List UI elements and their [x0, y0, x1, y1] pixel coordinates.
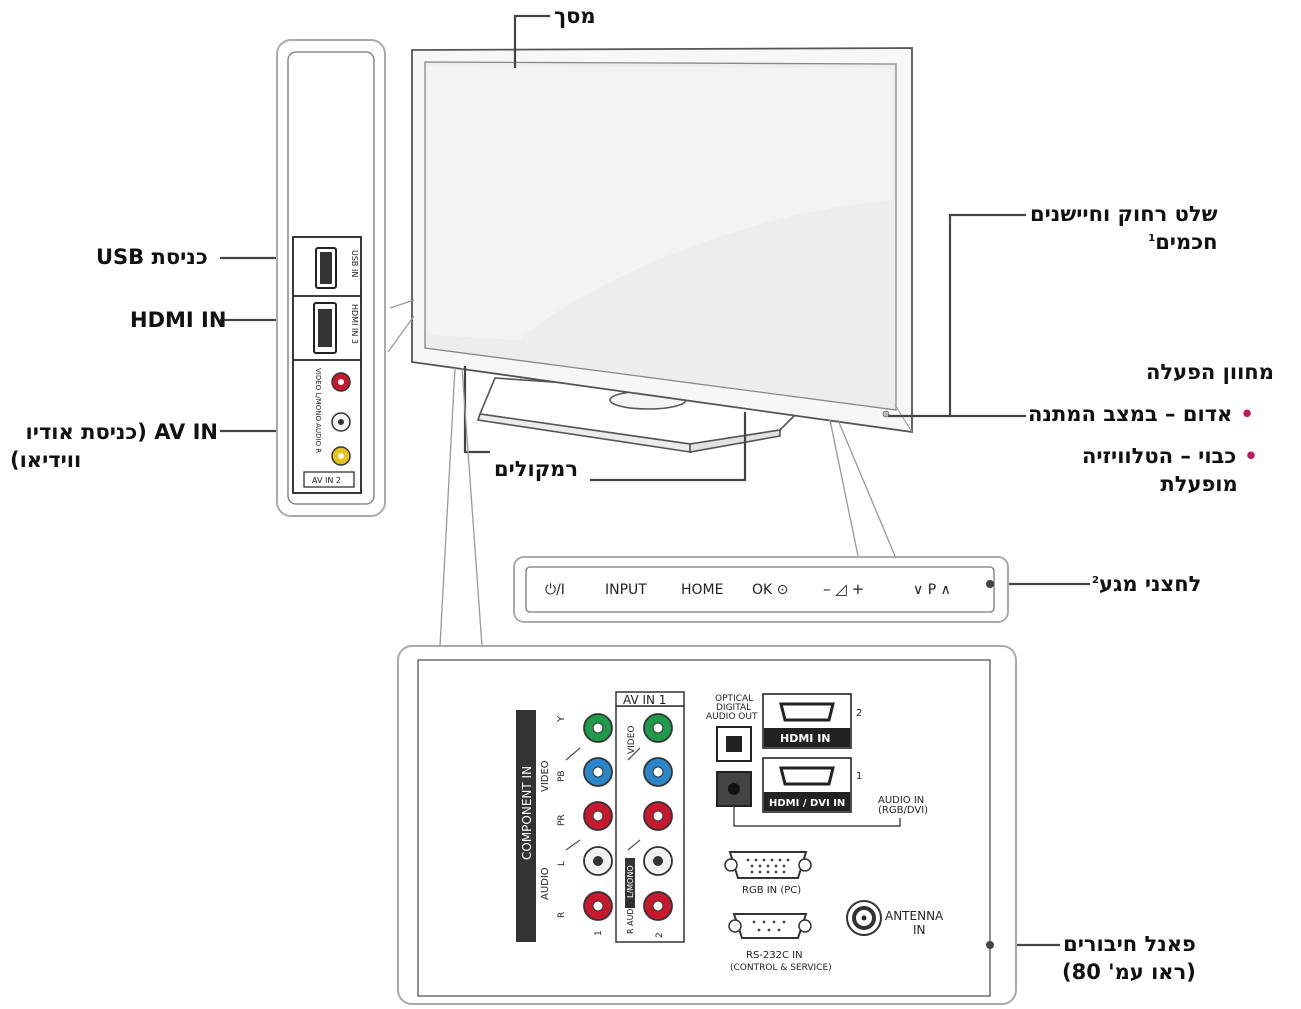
av-in-label: AV IN (כניסת אודיו ווידיאו) [10, 418, 218, 475]
speakers-label: רמקולים [494, 455, 578, 483]
antenna-label-2: IN [913, 923, 926, 937]
optical-label-1: OPTICAL [715, 694, 753, 704]
touch-power: ⏻/I [545, 582, 565, 598]
rgb-in-label: RGB IN (PC) [742, 885, 801, 896]
rs232-label-2: (CONTROL & SERVICE) [730, 963, 832, 973]
optical-label-3: AUDIO OUT [706, 712, 758, 722]
side-av-badge: AV IN 2 [312, 476, 341, 485]
component-l-label: L [557, 861, 567, 866]
power-off-item: • כבוי – הטלוויזיה מופעלת [1082, 442, 1258, 499]
side-av-label: VIDEO L/MONO AUDIO R [314, 368, 322, 453]
power-red-text: אדום – במצב המתנה [1028, 402, 1233, 426]
rear-hdmi-ports [762, 693, 852, 813]
component-y-label: Y [556, 715, 567, 723]
av-in-line2: ווידיאו) [10, 448, 82, 473]
screen-label: מסך [554, 2, 596, 30]
remote-sensor-line2-text: חכמים [1155, 230, 1218, 255]
touch-program: ∨ P ∧ [913, 582, 951, 598]
hdmi-dvi-label: HDMI / DVI IN [769, 798, 845, 809]
hdmi-in-side-label: HDMI IN [130, 306, 226, 334]
component-pb-label: PB [557, 770, 567, 782]
hdmi-in-label: HDMI IN [780, 732, 831, 745]
audio-in-label-2: (RGB/DVI) [878, 805, 928, 816]
power-indicator-title-text: מחוון הפעלה [1146, 360, 1274, 384]
guide-lines [387, 299, 896, 647]
power-off-line1: כבוי – הטלוויזיה [1082, 444, 1237, 468]
tv-body [411, 47, 913, 434]
connection-panel-line1: פאנל חיבורים [1063, 932, 1196, 956]
rs232c-in-port [732, 913, 808, 939]
touch-buttons-label-text: לחצני מגע [1098, 572, 1202, 596]
touch-home: HOME [681, 582, 723, 598]
component-one-label: 1 [594, 930, 604, 936]
av-in-1-label: AV IN 1 [623, 693, 666, 707]
rs232-label-1: RS-232C IN [746, 950, 803, 961]
optical-ports [716, 726, 901, 827]
power-off-line2: מופעלת [1160, 472, 1238, 497]
connection-panel-label: פאנל חיבורים (ראו עמ' 80) [1062, 930, 1196, 987]
touch-buttons-label: לחצני מגע2 [1092, 570, 1201, 598]
component-in-label: COMPONENT IN [520, 766, 534, 860]
av1-mono-label: L/MONO [626, 865, 635, 898]
remote-sensor-line1: שלט רחוק וחיישנים [1030, 202, 1218, 226]
component-pr-label: PR [557, 814, 567, 826]
screen-label-text: מסך [554, 4, 596, 28]
side-panel [276, 39, 386, 517]
bullet-icon: • [1244, 444, 1258, 468]
hdmi-num-1: 1 [856, 771, 862, 782]
touch-volume: – ◿ + [823, 580, 864, 598]
av-in-line1: AV IN (כניסת אודיו [25, 420, 218, 444]
usb-input-label: כניסת USB [96, 243, 208, 271]
hdmi-in-side-label-text: HDMI IN [130, 308, 227, 332]
touch-ok: OK ⊙ [752, 582, 788, 598]
bullet-icon: • [1240, 402, 1254, 426]
speakers-label-text: רמקולים [494, 457, 579, 481]
av1-video-label: VIDEO [627, 725, 637, 754]
side-hdmi-label: HDMI IN 3 [350, 304, 359, 344]
component-r-label: R [557, 912, 567, 918]
av1-r-audio-label: R AUDIO [626, 900, 635, 934]
component-video-label: VIDEO [540, 760, 551, 792]
remote-sensor-footnote: 1 [1148, 233, 1156, 245]
touch-input: INPUT [605, 582, 647, 598]
power-red-item: • אדום – במצב המתנה [1028, 400, 1254, 428]
dsub-ports [724, 851, 882, 939]
touch-buttons-footnote: 2 [1092, 575, 1099, 586]
connection-panel [397, 645, 1017, 1005]
connection-panel-line2: (ראו עמ' 80) [1062, 960, 1196, 985]
optical-label-2: DIGITAL [716, 703, 751, 713]
antenna-label-1: ANTENNA [885, 909, 944, 923]
hdmi-num-2: 2 [856, 708, 862, 719]
remote-sensor-line2: חכמים1 [1030, 228, 1218, 256]
av1-two-label: 2 [655, 932, 665, 938]
power-indicator-title: מחוון הפעלה [1146, 358, 1274, 386]
remote-sensor-label: שלט רחוק וחיישנים חכמים1 [1030, 200, 1218, 257]
side-usb-label: USB IN [350, 250, 359, 277]
component-jacks [565, 713, 673, 921]
usb-input-label-text: כניסת USB [96, 245, 208, 269]
audio-in-label-1: AUDIO IN [878, 795, 924, 806]
component-audio-label: AUDIO [540, 867, 551, 900]
power-indicator-led [882, 410, 890, 418]
touch-buttons-strip [513, 556, 1009, 623]
